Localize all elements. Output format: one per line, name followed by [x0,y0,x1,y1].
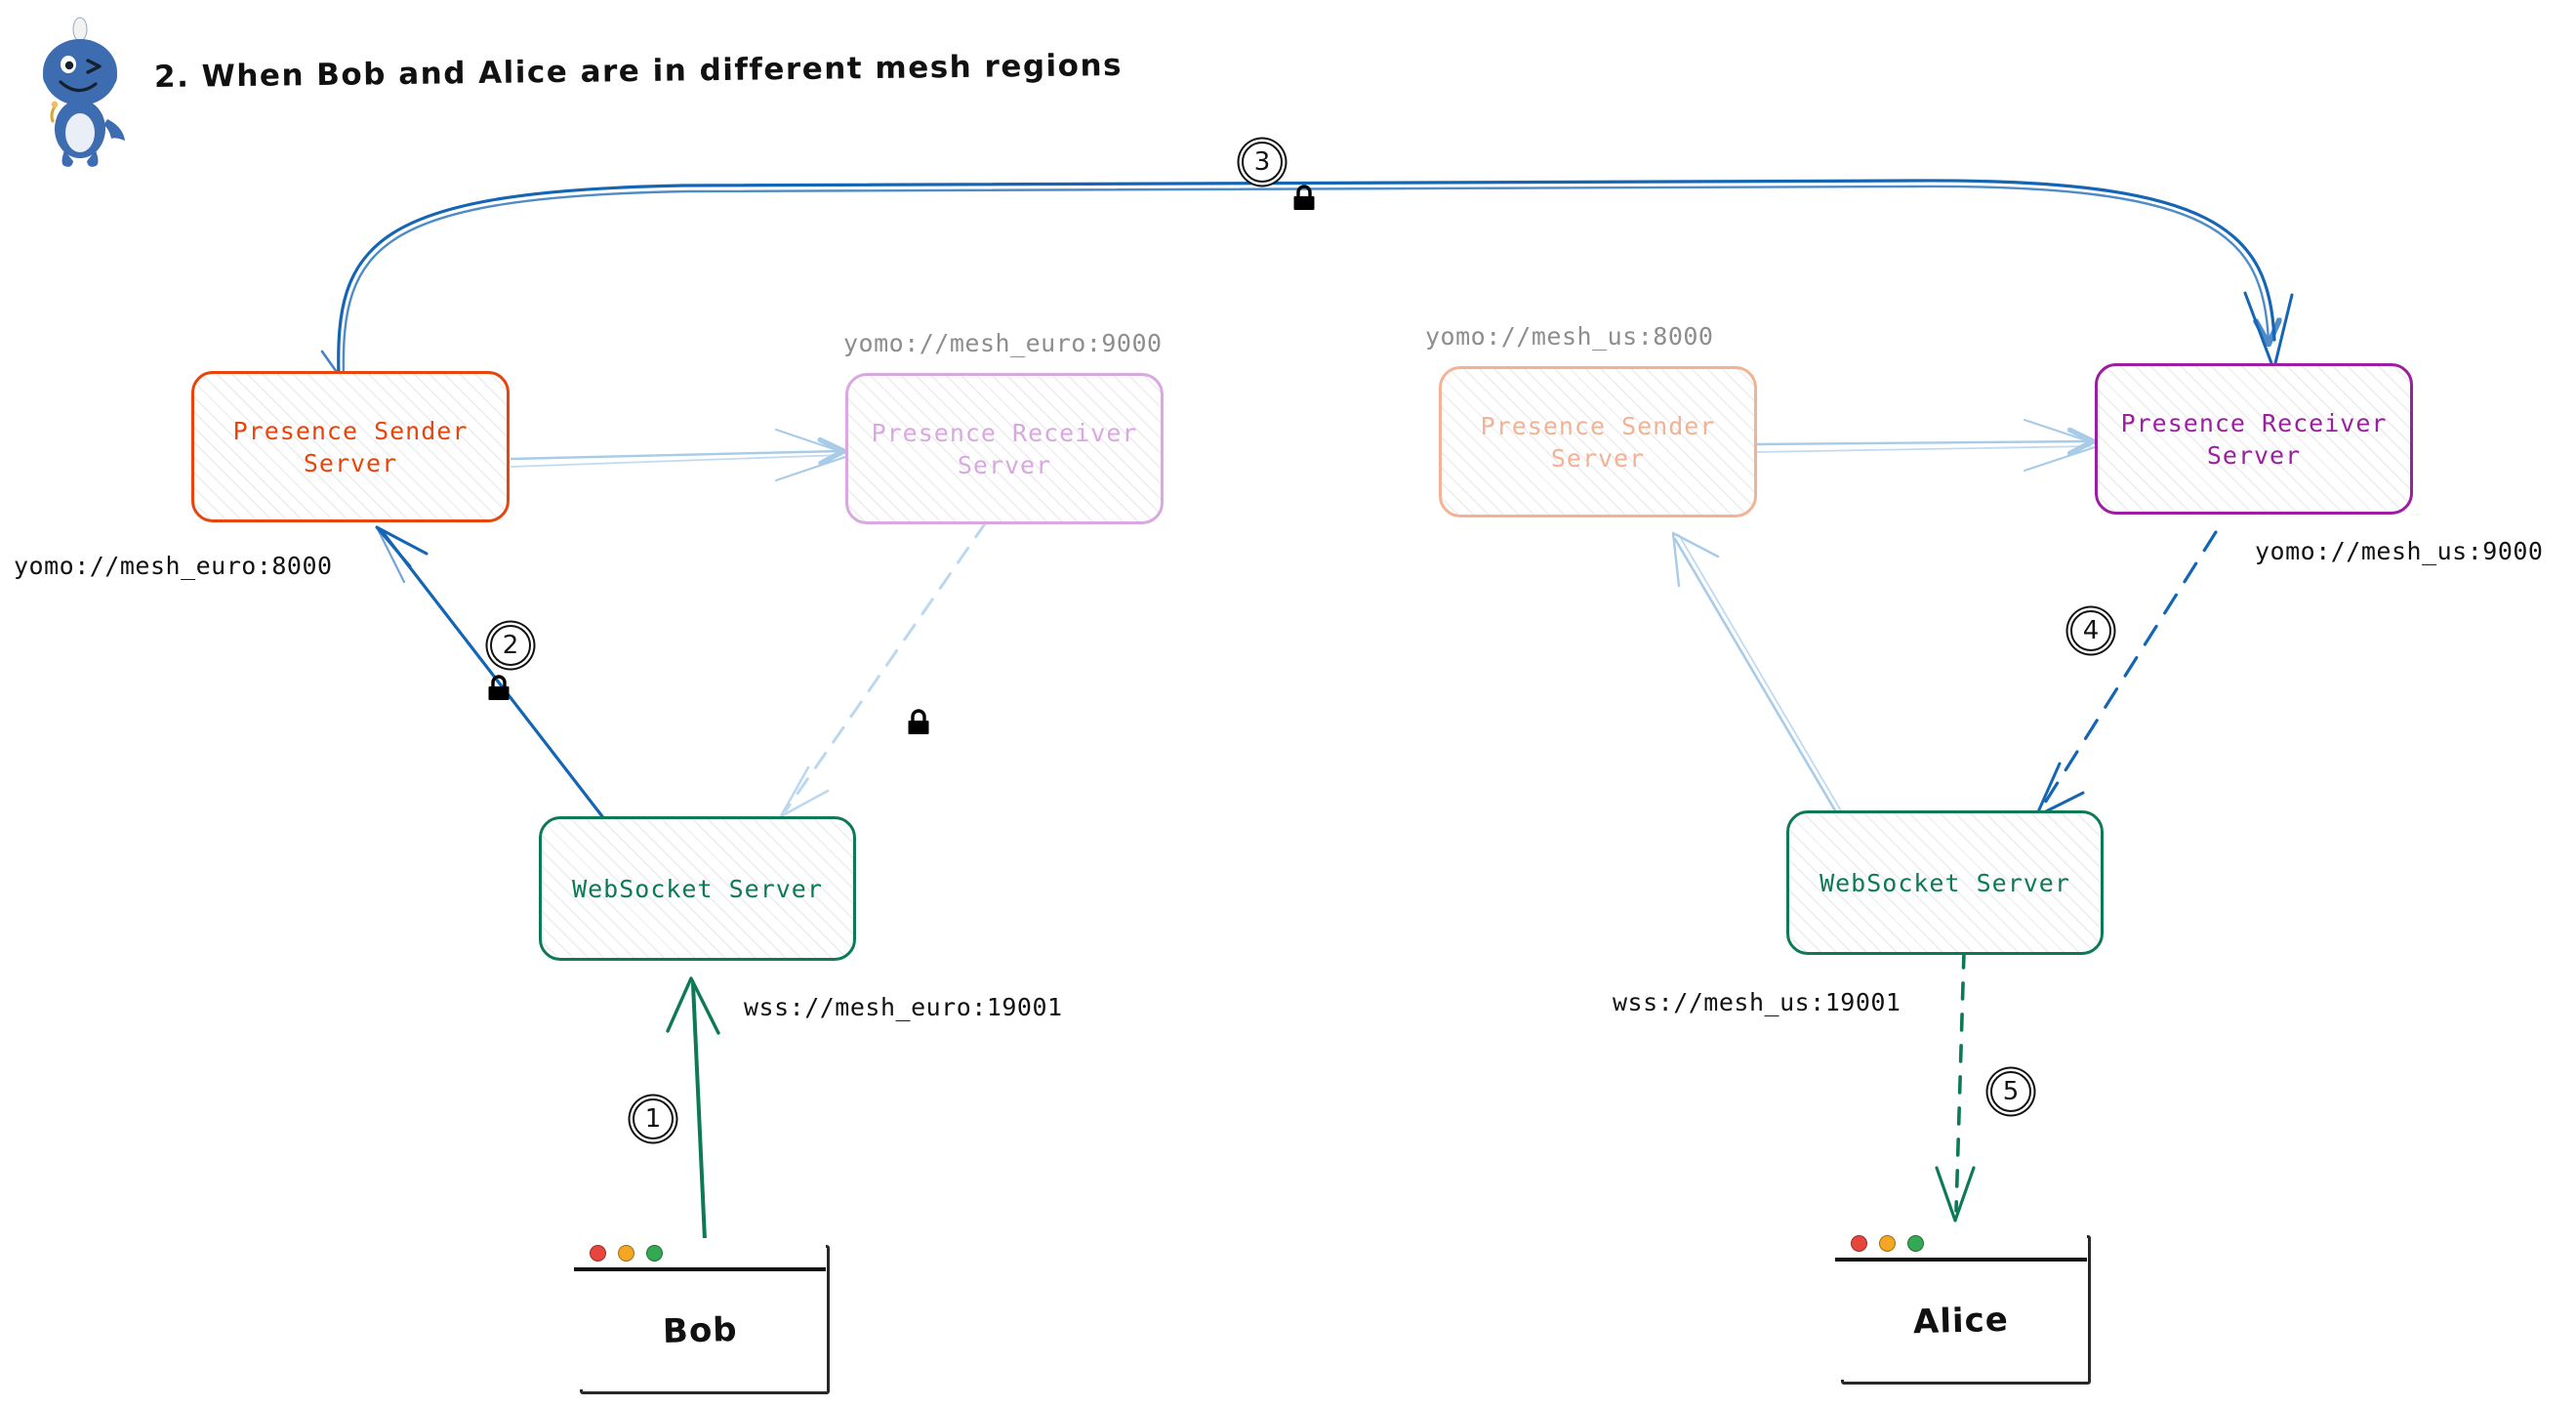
node-websocket-server-euro[interactable]: WebSocket Server [539,816,856,961]
step-badge-3: 3 [1242,142,1283,183]
step-badge-2: 2 [490,625,531,666]
browser-content: Bob [574,1271,826,1389]
page-title: 2. When Bob and Alice are in different m… [153,47,1124,96]
traffic-light-close-icon[interactable] [1851,1234,1867,1252]
traffic-light-maximize-icon[interactable] [646,1244,663,1262]
endpoint-sender-us: yomo://mesh_us:8000 [1425,322,1714,351]
edge-step-5-ws-us-to-alice [1935,950,1976,1222]
browser-window-alice[interactable]: Alice [1835,1228,2091,1385]
step-badge-5: 5 [1990,1071,2031,1112]
browser-titlebar [574,1238,826,1271]
node-websocket-server-us[interactable]: WebSocket Server [1786,810,2104,955]
padlock-icon-step-2 [485,674,512,703]
endpoint-sender-euro: yomo://mesh_euro:8000 [14,552,333,580]
edge-step-4-receiver-us-to-ws-us [2034,530,2218,818]
endpoint-ws-euro: wss://mesh_euro:19001 [744,993,1063,1021]
endpoint-ws-us: wss://mesh_us:19001 [1613,988,1901,1016]
node-label: WebSocket Server [1820,868,2070,897]
browser-content: Alice [1835,1262,2087,1380]
client-name-bob: Bob [662,1309,738,1351]
step-badge-4: 4 [2070,610,2111,651]
node-label: WebSocket Server [572,874,823,903]
yomo-dino-mascot-icon [21,12,139,168]
step-badge-1: 1 [633,1098,674,1139]
edge-sender-euro-to-receiver-euro [510,429,845,481]
browser-titlebar [1835,1228,2087,1262]
traffic-light-close-icon[interactable] [590,1244,606,1262]
edge-sender-us-to-receiver-us [1756,419,2095,472]
traffic-light-minimize-icon[interactable] [1879,1234,1896,1252]
traffic-light-minimize-icon[interactable] [618,1244,634,1262]
endpoint-receiver-us: yomo://mesh_us:9000 [2255,537,2544,565]
client-name-alice: Alice [1912,1300,2010,1342]
edge-step-1-bob-to-ws-euro [666,976,720,1242]
endpoint-receiver-euro: yomo://mesh_euro:9000 [843,329,1163,357]
browser-window-bob[interactable]: Bob [574,1238,830,1394]
padlock-icon-step-3 [1290,184,1318,213]
traffic-light-maximize-icon[interactable] [1907,1234,1924,1252]
edge-receiver-euro-to-ws-euro [779,520,988,818]
padlock-icon-middle [905,708,932,737]
